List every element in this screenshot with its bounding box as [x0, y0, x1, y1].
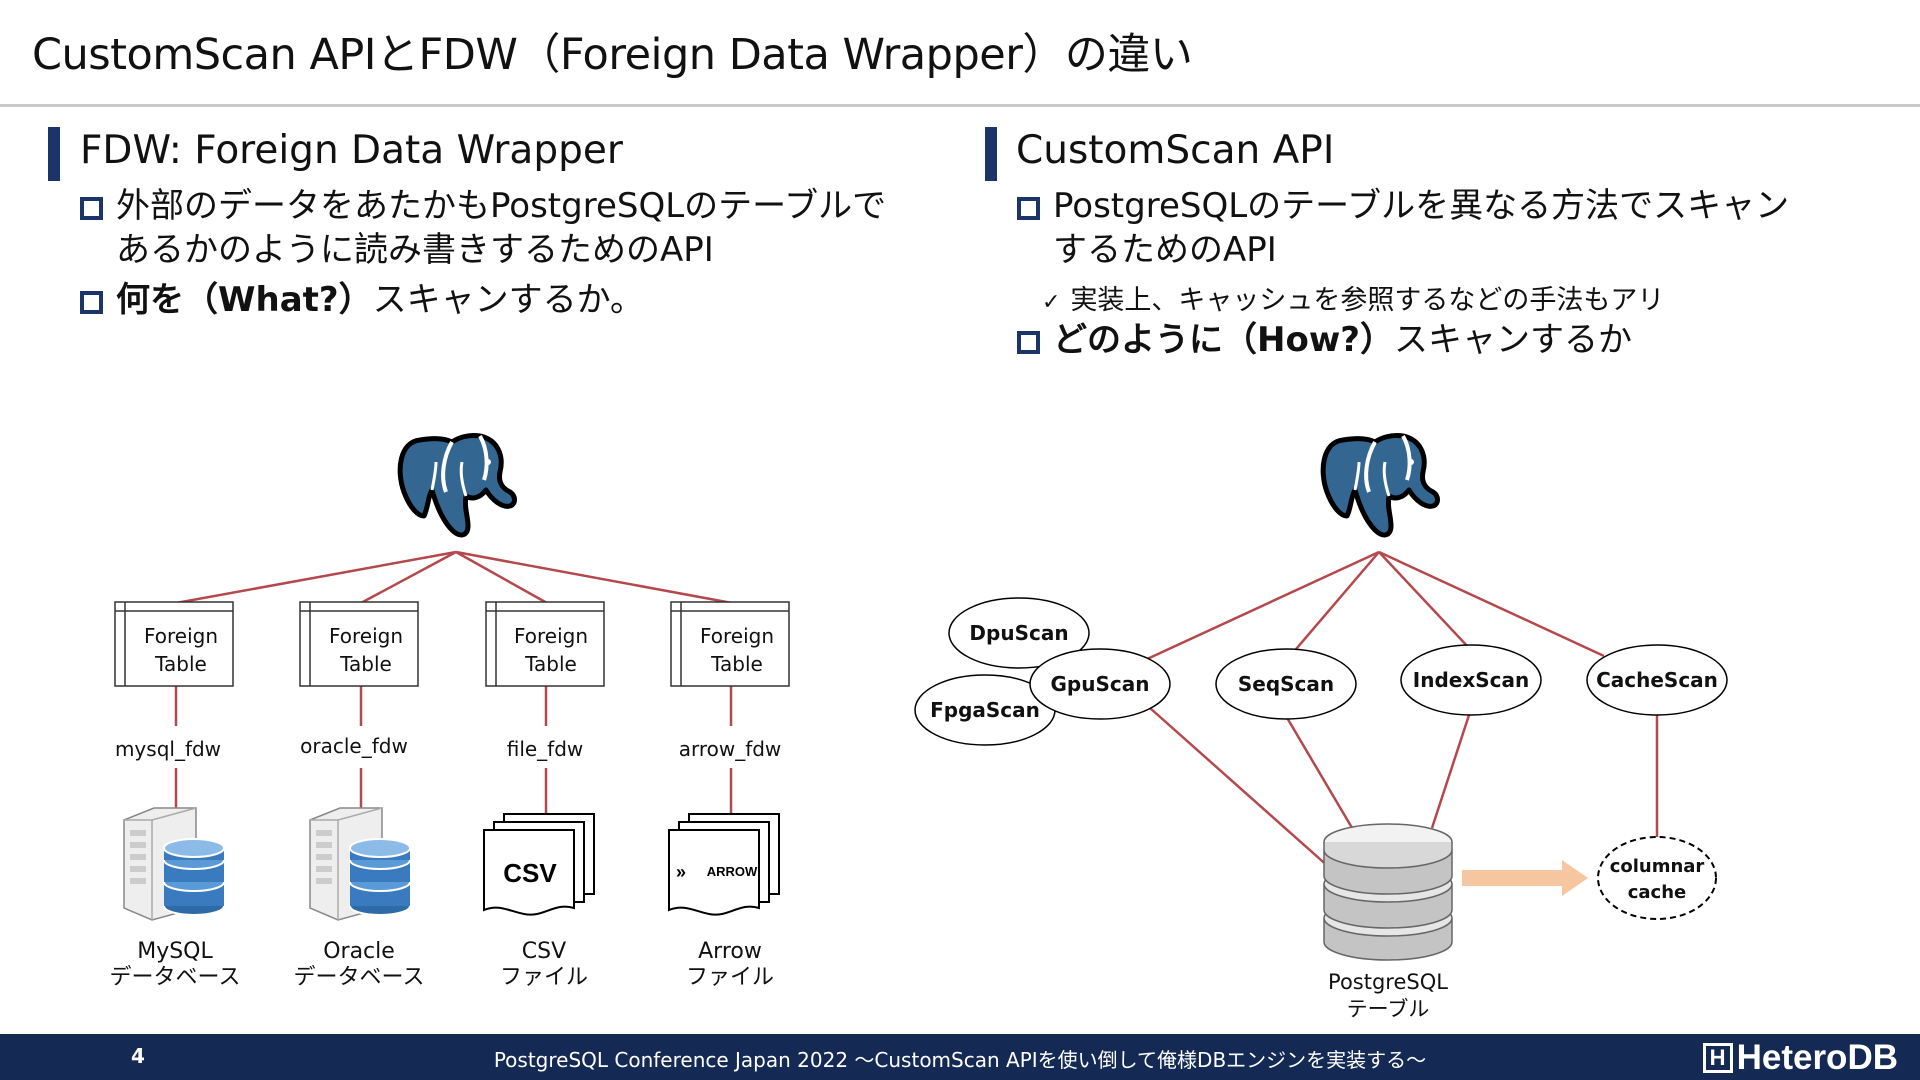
foreign-table-label: Foreign: [329, 624, 403, 648]
wrapper-label-oracle: oracle_fdw: [300, 734, 408, 758]
fdw-bullet-1-line1: 外部のデータをあたかもPostgreSQLのテーブルで: [116, 186, 887, 226]
heterodb-logo-text: HeteroDB: [1736, 1038, 1898, 1077]
columnar-cache-label-2: cache: [1628, 882, 1687, 903]
checkmark-icon: ✓: [1042, 290, 1061, 315]
customscan-diagram: DpuScan FpgaScan GpuScan SeqScan IndexSc…: [914, 435, 1728, 1021]
heterodb-logo-icon: H: [1702, 1043, 1733, 1073]
columnar-cache-label: columnar: [1610, 856, 1705, 877]
cachescan-label: CacheScan: [1596, 668, 1718, 692]
diagrams: Foreign Table Foreign Table Foreign Tabl…: [110, 0, 1728, 1021]
heterodb-logo: H HeteroDB: [1702, 1038, 1898, 1078]
oracle-database-icon: [309, 807, 411, 921]
dpuscan-node: [948, 597, 1090, 669]
foreign-table-label: Table: [524, 652, 577, 676]
target-label-mysql: MySQL: [137, 939, 213, 964]
postgresql-table-label-2: テーブル: [1347, 997, 1430, 1021]
page-number: 4: [131, 1044, 145, 1068]
target-label-arrow: Arrow: [698, 939, 762, 964]
foreign-table-label: Table: [710, 652, 763, 676]
slide-title: CustomScan APIとFDW（Foreign Data Wrapper）…: [32, 30, 1193, 80]
fdw-diagram: Foreign Table Foreign Table Foreign Tabl…: [110, 435, 790, 990]
fdw-bullet-2-rest: スキャンするか。: [372, 280, 644, 320]
title-divider: [0, 104, 1920, 107]
csv-file-icon: CSV: [483, 813, 595, 916]
section-marker-fdw: [48, 127, 60, 181]
fdw-bullet-2-bold: 何を（What?）: [116, 280, 373, 320]
target-label-csv: CSV: [522, 939, 566, 964]
foreign-table-label: Table: [339, 652, 392, 676]
customscan-sub-bullet: ✓ 実装上、キャッシュを参照するなどの手法もアリ: [1042, 278, 1664, 317]
customscan-sub-text: 実装上、キャッシュを参照するなどの手法もアリ: [1070, 285, 1665, 316]
customscan-heading: CustomScan API: [1016, 128, 1335, 173]
section-marker-customscan: [985, 127, 997, 181]
wrapper-label-arrow: arrow_fdw: [679, 737, 782, 761]
customscan-bullet-2-bold: どのように（How?）: [1053, 320, 1394, 360]
square-bullet-icon: [80, 291, 103, 314]
square-bullet-icon: [80, 197, 103, 220]
foreign-table-label: Foreign: [700, 624, 774, 648]
gpuscan-label: GpuScan: [1051, 672, 1150, 696]
fpgascan-label: FpgaScan: [930, 698, 1040, 722]
indexscan-node: [1400, 644, 1542, 716]
customscan-bullet-2-rest: スキャンするか: [1393, 320, 1632, 360]
postgresql-elephant-icon: [1323, 435, 1437, 534]
wrapper-label-mysql: mysql_fdw: [115, 737, 221, 761]
customscan-bullet-1-line2: するためのAPI: [1053, 230, 1277, 270]
target-label-arrow-sub: ファイル: [686, 965, 774, 990]
footer-text: PostgreSQL Conference Japan 2022 ～Custom…: [493, 1048, 1427, 1072]
foreign-table-label: Table: [154, 652, 207, 676]
dpuscan-label: DpuScan: [969, 621, 1068, 645]
target-label-oracle: Oracle: [323, 939, 395, 964]
foreign-table-label: Foreign: [144, 624, 218, 648]
fdw-bullet-1-line2: あるかのように読み書きするためのAPI: [116, 230, 714, 270]
seqscan-label: SeqScan: [1238, 672, 1334, 696]
cachescan-node: [1586, 644, 1728, 716]
postgresql-elephant-icon: [400, 435, 514, 534]
arrow-file-icon: » ARROW: [668, 813, 780, 916]
indexscan-label: IndexScan: [1413, 668, 1529, 692]
wrapper-label-file: file_fdw: [507, 737, 584, 761]
target-label-oracle-sub: データベース: [294, 965, 425, 990]
fdw-heading: FDW: Foreign Data Wrapper: [80, 128, 623, 173]
csv-icon-text: CSV: [503, 858, 557, 888]
square-bullet-icon: [1017, 197, 1040, 220]
arrow-icon-text: ARROW: [707, 864, 758, 879]
postgresql-table-label: PostgreSQL: [1328, 970, 1448, 994]
seqscan-node: [1215, 648, 1357, 720]
arrow-chevrons-icon: »: [676, 862, 686, 882]
foreign-table-label: Foreign: [514, 624, 588, 648]
footer-bar: 4 PostgreSQL Conference Japan 2022 ～Cust…: [0, 1034, 1920, 1080]
target-label-mysql-sub: データベース: [110, 965, 241, 990]
mysql-database-icon: [123, 807, 225, 921]
postgresql-table-icon: [1323, 823, 1453, 961]
right-arrow-icon: [1462, 860, 1588, 896]
columnar-cache-node: [1597, 836, 1717, 920]
target-label-csv-sub: ファイル: [500, 965, 588, 990]
gpuscan-node: [1029, 648, 1171, 720]
customscan-bullet-1-line1: PostgreSQLのテーブルを異なる方法でスキャン: [1053, 186, 1790, 226]
square-bullet-icon: [1017, 331, 1040, 354]
